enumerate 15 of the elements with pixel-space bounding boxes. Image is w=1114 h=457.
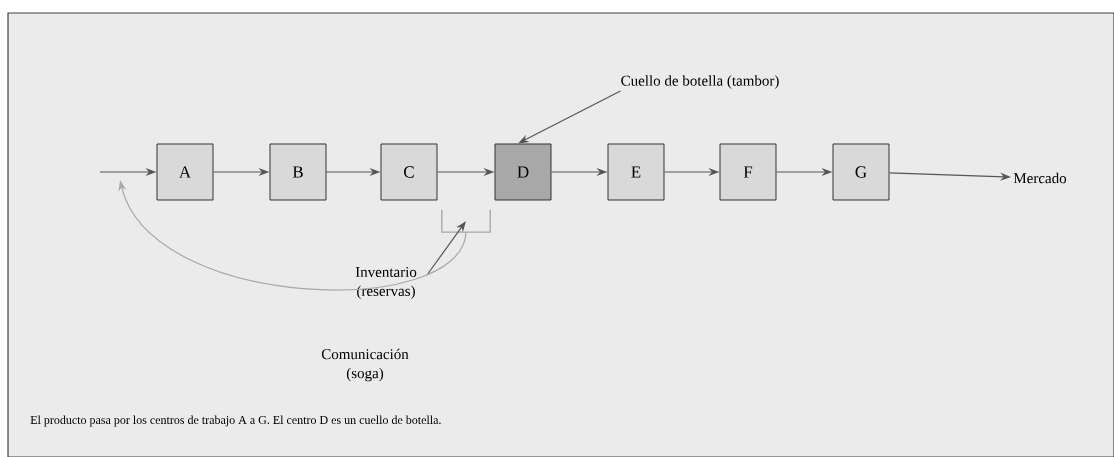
process-box: E xyxy=(607,143,665,201)
leader-line xyxy=(426,221,466,276)
process-box: B xyxy=(269,143,327,201)
process-box: D xyxy=(494,143,552,201)
label-text: Cuello de botella (tambor) xyxy=(621,75,779,89)
label-text: Inventario (reservas) xyxy=(355,266,417,300)
edge-label: Comunicación (soga) xyxy=(308,346,422,384)
leader-line xyxy=(518,90,622,144)
process-box: G xyxy=(832,143,890,201)
buffer-bracket xyxy=(441,209,491,233)
process-box: A xyxy=(156,143,214,201)
process-box: C xyxy=(380,143,438,201)
process-box: F xyxy=(719,143,777,201)
caption: El producto pasa por los centros de trabajo A a G. El centro D es un cuello de botella. xyxy=(30,415,441,427)
label-text: Mercado xyxy=(1013,172,1067,184)
